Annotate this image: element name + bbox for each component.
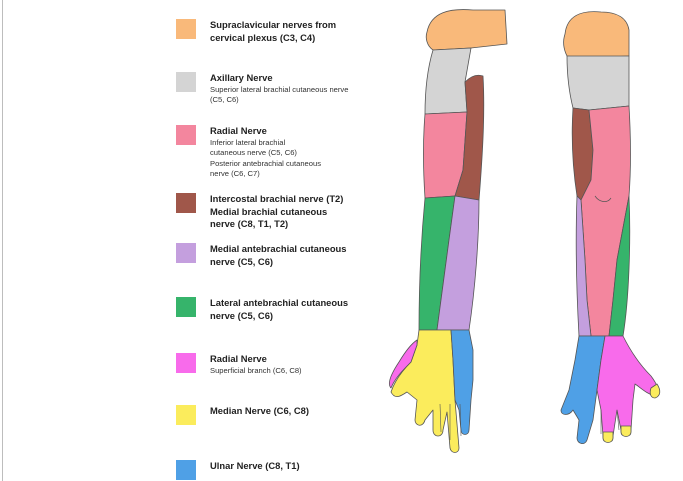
anterior-ulnar-hand-region [450,329,474,435]
legend-subtitle-2: Posterior antebrachial cutaneous nerve (… [210,158,322,179]
anterior-arm [389,9,508,453]
legend-subtitle: Superior lateral brachial cutaneous nerv… [210,84,349,105]
left-border-line [2,0,3,481]
legend-swatch [176,125,196,145]
anterior-median-hand-region [390,329,460,453]
legend-subtitle: Inferior lateral brachial cutaneous nerv… [210,137,297,158]
posterior-axillary-region [566,55,630,111]
legend-title: Radial Nerve [210,353,267,364]
posterior-ulnar-hand-region [560,335,606,444]
posterior-medial-antebrachial-region [575,195,592,337]
posterior-supraclavicular-region [563,11,630,59]
legend-swatch [176,297,196,317]
legend-swatch [176,19,196,39]
legend-swatch [176,243,196,263]
legend-swatch [176,72,196,92]
anterior-axillary-region [424,47,472,115]
legend-swatch [176,460,196,480]
anterior-radial-superficial-region [389,339,418,389]
legend-subtitle: Superficial branch (C6, C8) [210,365,302,375]
legend-title: Lateral antebrachial cutaneous nerve (C5… [210,297,349,321]
legend-swatch [176,405,196,425]
legend-title: Axillary Nerve [210,72,273,83]
legend-title: Supraclavicular nerves from cervical ple… [210,19,337,43]
legend-title: Median Nerve (C6, C8) [210,405,309,416]
legend-title: Ulnar Nerve (C8, T1) [210,460,300,471]
legend-swatch [176,353,196,373]
posterior-median-fingertip [602,431,614,443]
arm-dermatome-illustration [389,9,661,453]
posterior-median-fingertip [649,383,661,399]
legend-title-2: Medial brachial cutaneous nerve (C8, T1,… [210,205,328,230]
posterior-arm [560,11,661,444]
anterior-supraclavicular-region [425,9,508,51]
legend-title: Radial Nerve [210,125,267,136]
posterior-median-fingertip [620,425,632,437]
legend-swatch [176,193,196,213]
legend-title: Medial antebrachial cutaneous nerve (C5,… [210,243,347,267]
legend-title: Intercostal brachial nerve (T2) [210,193,344,204]
